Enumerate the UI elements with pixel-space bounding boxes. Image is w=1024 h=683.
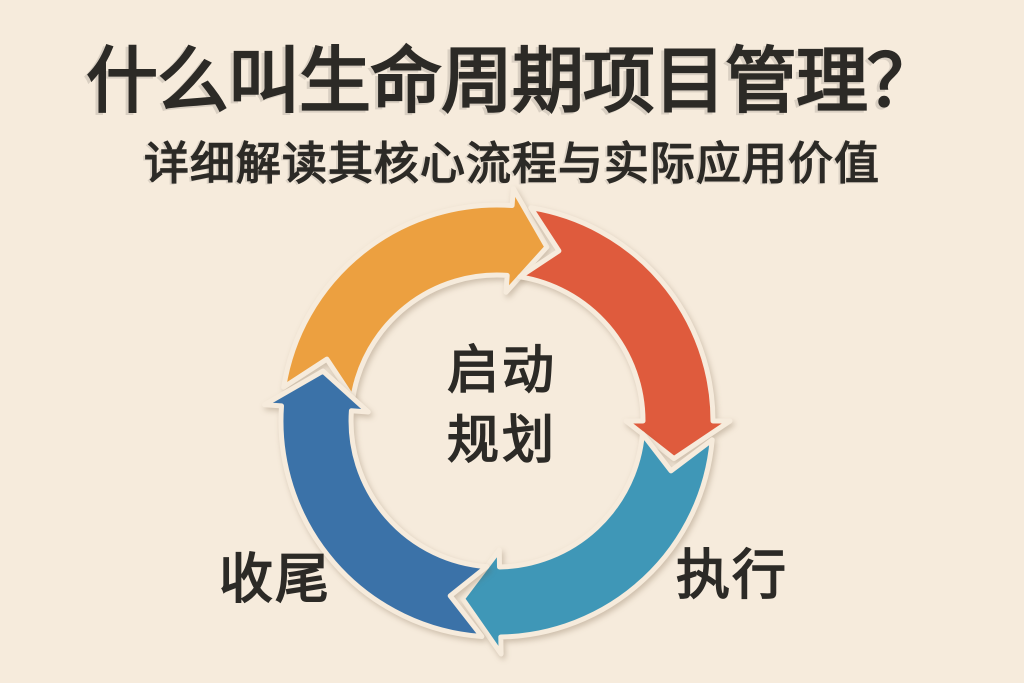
arc-bottom-right-teal — [460, 431, 715, 657]
center-label-line-2: 规划 — [446, 412, 558, 470]
page-subtitle: 详细解读其核心流程与实际应用价值 — [143, 138, 880, 189]
arc-top-right-red — [517, 205, 733, 462]
arc-top-left-orange — [281, 186, 550, 401]
center-label: 启动 规划 — [447, 336, 557, 476]
arc-bottom-left-blue — [262, 368, 490, 639]
page-title: 什么叫生命周期项目管理？ — [85, 42, 939, 122]
center-label-line-1: 启动 — [446, 342, 558, 400]
label-closing-phase: 收尾 — [219, 549, 331, 610]
label-execution-phase: 执行 — [676, 545, 788, 606]
